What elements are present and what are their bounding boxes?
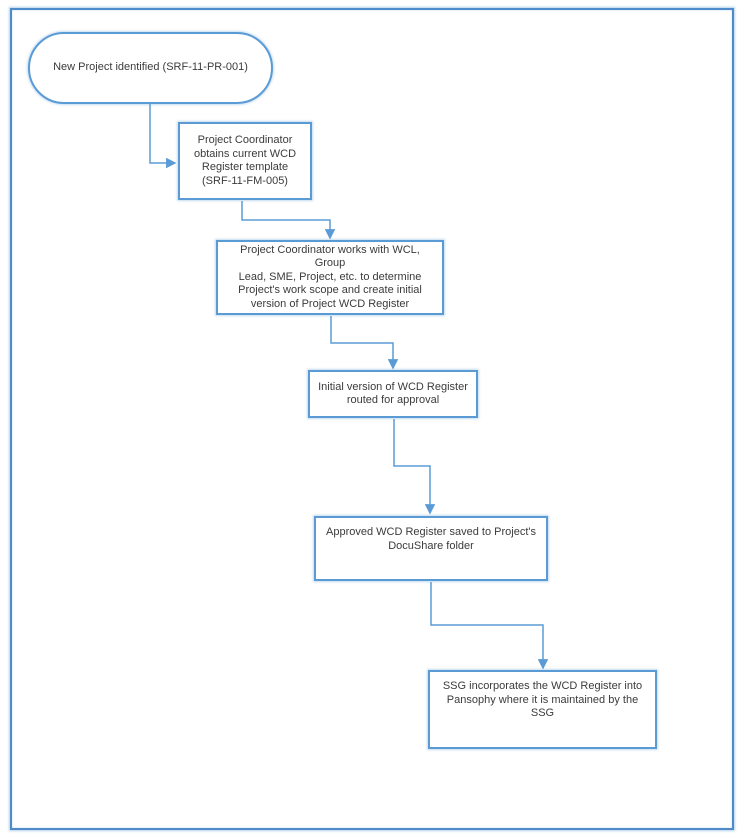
node-save-docushare: Approved WCD Register saved to Project's… (314, 516, 548, 581)
node-save-docushare-label: Approved WCD Register saved to Project's… (326, 526, 536, 552)
node-ssg-pansophy: SSG incorporates the WCD Register into P… (428, 670, 657, 749)
node-route-approval-label: Initial version of WCD Register routed f… (318, 380, 468, 407)
node-create-register-label: Project Coordinator works with WCL, Grou… (238, 243, 422, 310)
node-create-register: Project Coordinator works with WCL, Grou… (216, 240, 444, 315)
node-new-project-label: New Project identified (SRF-11-PR-001) (53, 61, 248, 74)
node-new-project: New Project identified (SRF-11-PR-001) (28, 32, 273, 104)
node-obtain-template-label: Project Coordinator obtains current WCD … (193, 134, 297, 187)
node-route-approval: Initial version of WCD Register routed f… (308, 370, 478, 418)
node-ssg-pansophy-label: SSG incorporates the WCD Register into P… (442, 680, 643, 719)
page-border (10, 8, 734, 830)
node-obtain-template: Project Coordinator obtains current WCD … (178, 122, 312, 200)
